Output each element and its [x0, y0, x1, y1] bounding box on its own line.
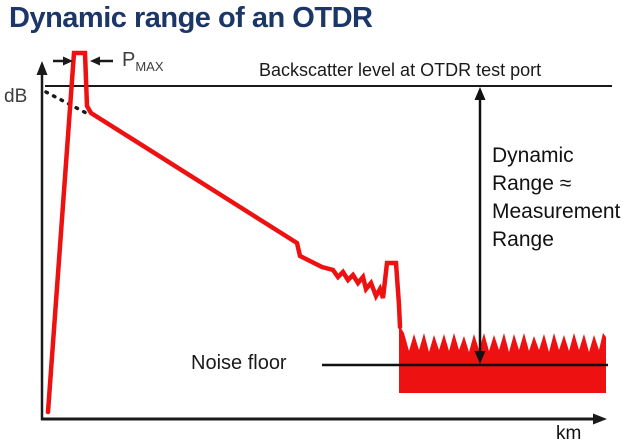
pulse-width-arrow-right-head-icon	[90, 56, 100, 66]
extrapolation-dotted-line	[44, 90, 92, 117]
page-title: Dynamic range of an OTDR	[9, 2, 373, 34]
y-axis-label: dB	[4, 86, 28, 107]
noise-band-fill	[399, 325, 606, 393]
backscatter-level-label: Backscatter level at OTDR test port	[259, 60, 542, 80]
noise-floor-label: Noise floor	[191, 352, 287, 374]
dynamic-range-arrowhead-bottom-icon	[474, 351, 486, 364]
dynamic-range-line: Range	[492, 228, 554, 251]
pmax-symbol: P	[122, 49, 136, 71]
pmax-subscript: MAX	[135, 59, 164, 74]
otdr-trace-line	[45, 50, 403, 415]
dynamic-range-arrowhead-top-icon	[474, 87, 486, 100]
dynamic-range-line: Range ≈	[492, 172, 572, 195]
dynamic-range-annotation: Dynamic Range ≈ Measurement Range	[492, 142, 640, 254]
y-axis-arrowhead-icon	[36, 61, 48, 75]
dynamic-range-line: Measurement	[492, 200, 621, 223]
dynamic-range-line: Dynamic	[492, 144, 574, 167]
x-axis-label: km	[556, 423, 582, 444]
pmax-label: PMAX	[122, 49, 164, 74]
x-axis-arrowhead-icon	[593, 413, 607, 425]
pulse-width-arrow-left-head-icon	[63, 56, 73, 66]
